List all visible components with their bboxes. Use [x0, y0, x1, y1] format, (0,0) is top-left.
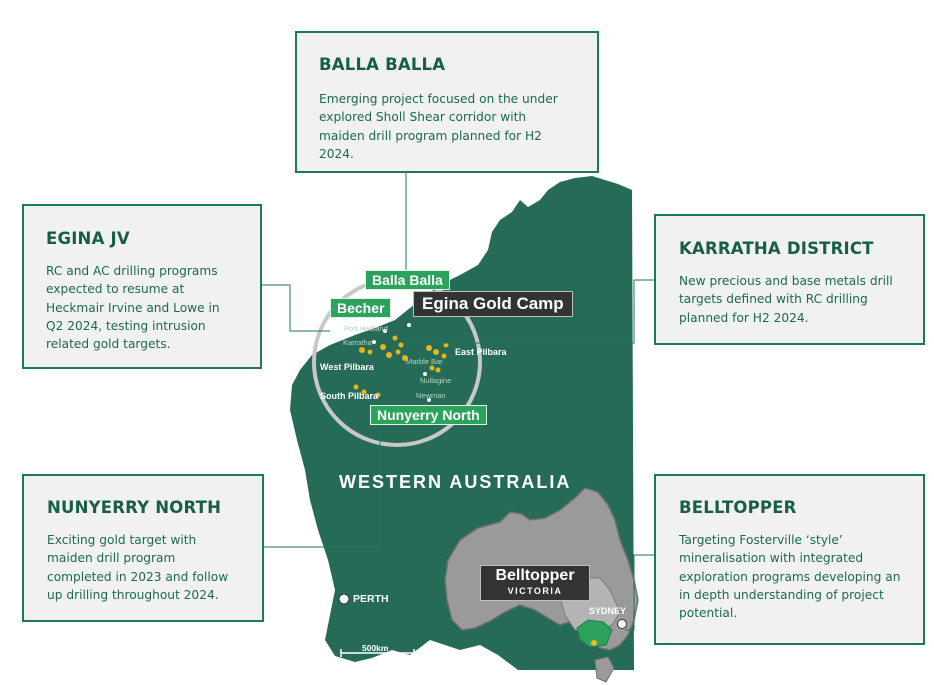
perth-marker — [338, 593, 350, 605]
state-label: WESTERN AUSTRALIA — [339, 472, 572, 492]
place-west-pilbara: West Pilbara — [320, 362, 374, 372]
info-box-nunyerry-north: NUNYERRY NORTH Exciting gold target with… — [22, 474, 264, 622]
place-east-pilbara: East Pilbara — [455, 347, 507, 357]
place-south-pilbara: South Pilbara — [320, 391, 379, 401]
callout-egina-gold-camp: Egina Gold Camp — [413, 291, 573, 317]
place-karratha: Karratha — [343, 338, 372, 347]
info-box-belltopper: BELLTOPPER Targeting Fosterville ‘style’… — [654, 474, 925, 645]
city-markers — [372, 323, 431, 402]
place-sydney: SYDNEY — [589, 606, 627, 616]
info-box-text: RC and AC drilling programs expected to … — [46, 264, 220, 352]
info-box-title: KARRATHA DISTRICT — [679, 239, 874, 258]
place-newman: Newman — [416, 391, 446, 400]
info-box-title: BALLA BALLA — [319, 55, 446, 74]
callout-belltopper: Belltopper VICTORIA — [480, 565, 590, 601]
info-box-balla-balla: BALLA BALLA Emerging project focused on … — [295, 31, 599, 173]
place-perth: PERTH — [353, 593, 389, 605]
scale-bar — [340, 649, 415, 657]
info-box-title: NUNYERRY NORTH — [47, 498, 222, 517]
belltopper-callout-title: Belltopper — [495, 567, 575, 584]
info-box-title: BELLTOPPER — [679, 498, 797, 517]
info-box-title: EGINA JV — [46, 229, 130, 248]
scale-label: 500km — [362, 643, 389, 653]
info-box-text: Exciting gold target with maiden drill p… — [47, 533, 229, 602]
info-box-karratha-district: KARRATHA DISTRICT New precious and base … — [654, 214, 925, 345]
gold-project-markers — [353, 335, 449, 398]
place-marble-bar: Marble Bar — [406, 357, 443, 366]
info-box-egina-jv: EGINA JV RC and AC drilling programs exp… — [22, 204, 262, 369]
place-nullagine: Nullagine — [420, 376, 452, 385]
place-port-hedland: Port Hedland — [344, 324, 388, 333]
info-box-text: Targeting Fosterville ‘style’ mineralisa… — [679, 533, 901, 621]
australia-inset-map — [444, 487, 639, 683]
info-box-text: New precious and base metals drill targe… — [679, 274, 893, 325]
belltopper-marker — [591, 640, 597, 646]
belltopper-callout-subtitle: VICTORIA — [507, 586, 563, 596]
sydney-marker — [617, 619, 627, 629]
leader-lines — [262, 172, 654, 631]
callout-becher: Becher — [330, 298, 392, 318]
callout-balla-balla: Balla Balla — [365, 270, 450, 290]
info-box-text: Emerging project focused on the under ex… — [319, 92, 558, 161]
callout-nunyerry-north: Nunyerry North — [370, 405, 487, 425]
